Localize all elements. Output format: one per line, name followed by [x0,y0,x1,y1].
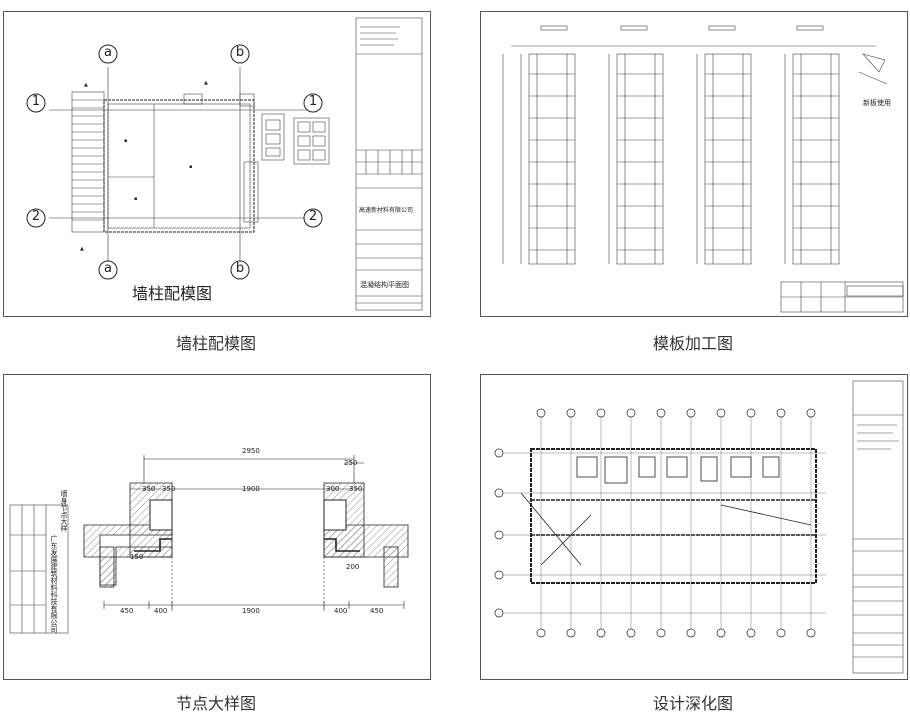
drawing-panel-node-detail: 2950 250 350 350 1900 300 350 450 400 19… [3,374,431,680]
drawing-panel-design-deepening [480,374,908,680]
dim-bottom-1900: 1900 [242,607,260,615]
title-block-company: 高速新材料有限公司 [359,207,414,214]
svg-text:▲: ▲ [204,80,208,86]
dim-top-2950: 2950 [242,447,260,455]
svg-text:▪: ▪ [134,196,137,202]
caption-node-detail: 节点大样图 [175,694,256,713]
design-deepening-drawing [494,380,904,674]
dim-bottom-400-b: 400 [334,607,348,615]
dim-bottom-400-a: 400 [154,607,168,615]
drawing-title: 墙柱配模图 [132,284,213,303]
title-block-sheet-title: 墙身节点大样 [60,490,68,532]
svg-text:▪: ▪ [189,164,192,170]
caption-wall-column: 墙柱配模图 [175,334,256,353]
wall-column-formwork-drawing: ▪ ▪ ▪ ▲ ▲ ▲ [26,17,423,311]
grid-label-a-bottom: a [104,261,112,276]
dim-bottom-450-a: 450 [120,607,134,615]
dim-top-250: 250 [344,459,358,467]
caption-formwork-processing: 模板加工图 [652,334,733,353]
grid-label-a-top: a [104,45,112,60]
drawing-panel-wall-column: ▪▪▪ ▲▲▲ a b a b 1 2 1 2 墙柱配模图 高速 [3,11,431,317]
grid-label-2-right: 2 [308,209,318,224]
node-detail-drawing [9,455,409,634]
dim-side-150: 150 [130,553,144,561]
grid-label-1-right: 1 [308,94,318,109]
drawing-panel-formwork-processing: 新板使用 [480,11,908,317]
svg-text:▲: ▲ [84,82,88,88]
title-block-company: 广东发展建筑材料科技有限公司 [50,535,58,633]
dim-mid-350-b: 350 [162,485,176,493]
dim-mid-350-c: 350 [349,485,363,493]
caption-design-deepening: 设计深化图 [652,694,733,713]
svg-text:▪: ▪ [124,138,127,144]
formwork-processing-drawing [502,25,904,313]
dim-side-200: 200 [346,563,360,571]
dim-mid-350-a: 350 [142,485,156,493]
svg-text:▲: ▲ [80,246,84,252]
grid-label-b-bottom: b [235,261,245,276]
dim-mid-300: 300 [326,485,340,493]
title-block-sheet-title: 混凝结构平面图 [360,281,409,289]
formwork-note-new-board: 新板使用 [863,99,891,107]
grid-label-1-left: 1 [31,94,41,109]
dim-bottom-450-b: 450 [370,607,384,615]
dim-mid-1900: 1900 [242,485,260,493]
grid-label-b-top: b [235,45,245,60]
grid-label-2-left: 2 [31,209,41,224]
